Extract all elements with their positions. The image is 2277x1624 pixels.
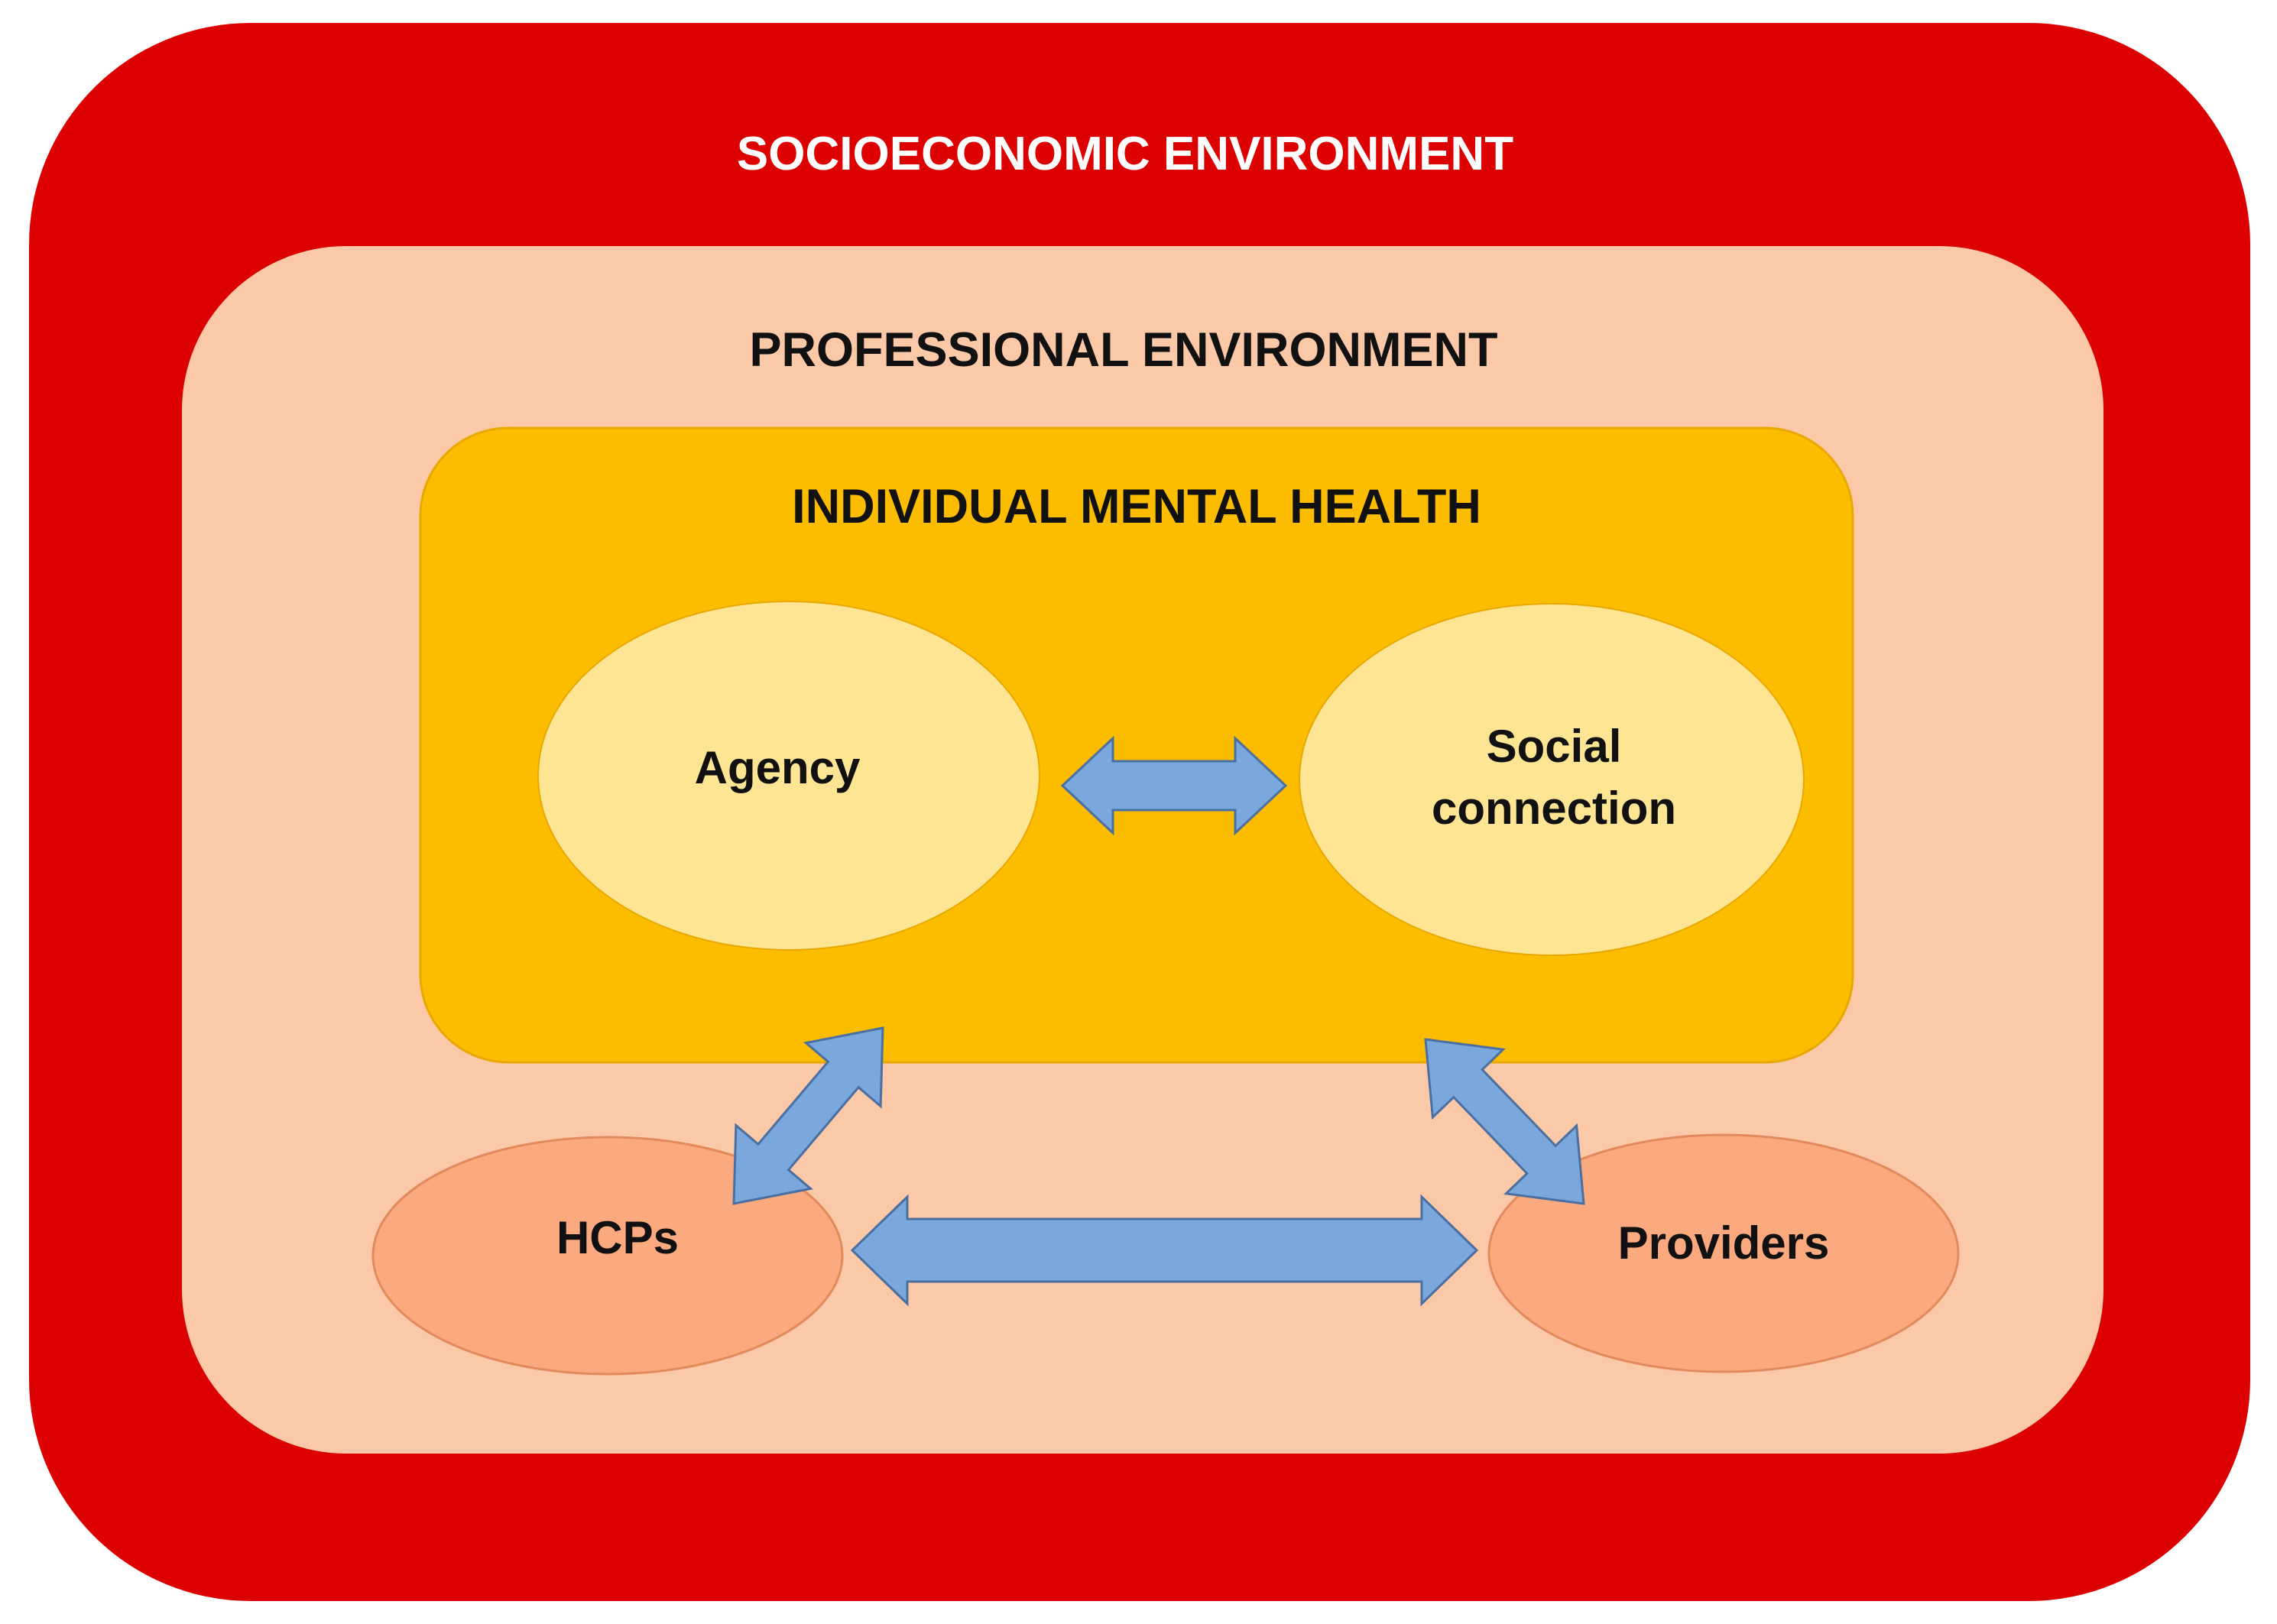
hcps-node bbox=[371, 1136, 844, 1376]
agency-social-arrow bbox=[1060, 735, 1288, 836]
hcps-label: HCPs bbox=[556, 1212, 679, 1263]
providers-label: Providers bbox=[1618, 1217, 1830, 1269]
individual-mental-health-label: INDIVIDUAL MENTAL HEALTH bbox=[792, 480, 1481, 533]
social-connection-label-line1: Social bbox=[1487, 721, 1622, 772]
socioeconomic-environment-label: SOCIOECONOMIC ENVIRONMENT bbox=[737, 128, 1513, 180]
hcps-providers-arrow bbox=[850, 1194, 1479, 1307]
providers-node bbox=[1487, 1133, 1960, 1373]
agency-node bbox=[537, 601, 1040, 951]
social-connection-node bbox=[1299, 603, 1805, 956]
hcps-individual-arrow bbox=[732, 1026, 884, 1205]
professional-environment-label: PROFESSIONAL ENVIRONMENT bbox=[750, 323, 1498, 377]
providers-individual-arrow bbox=[1424, 1038, 1585, 1205]
agency-label: Agency bbox=[695, 742, 861, 793]
social-connection-label-line2: connection bbox=[1432, 783, 1676, 834]
